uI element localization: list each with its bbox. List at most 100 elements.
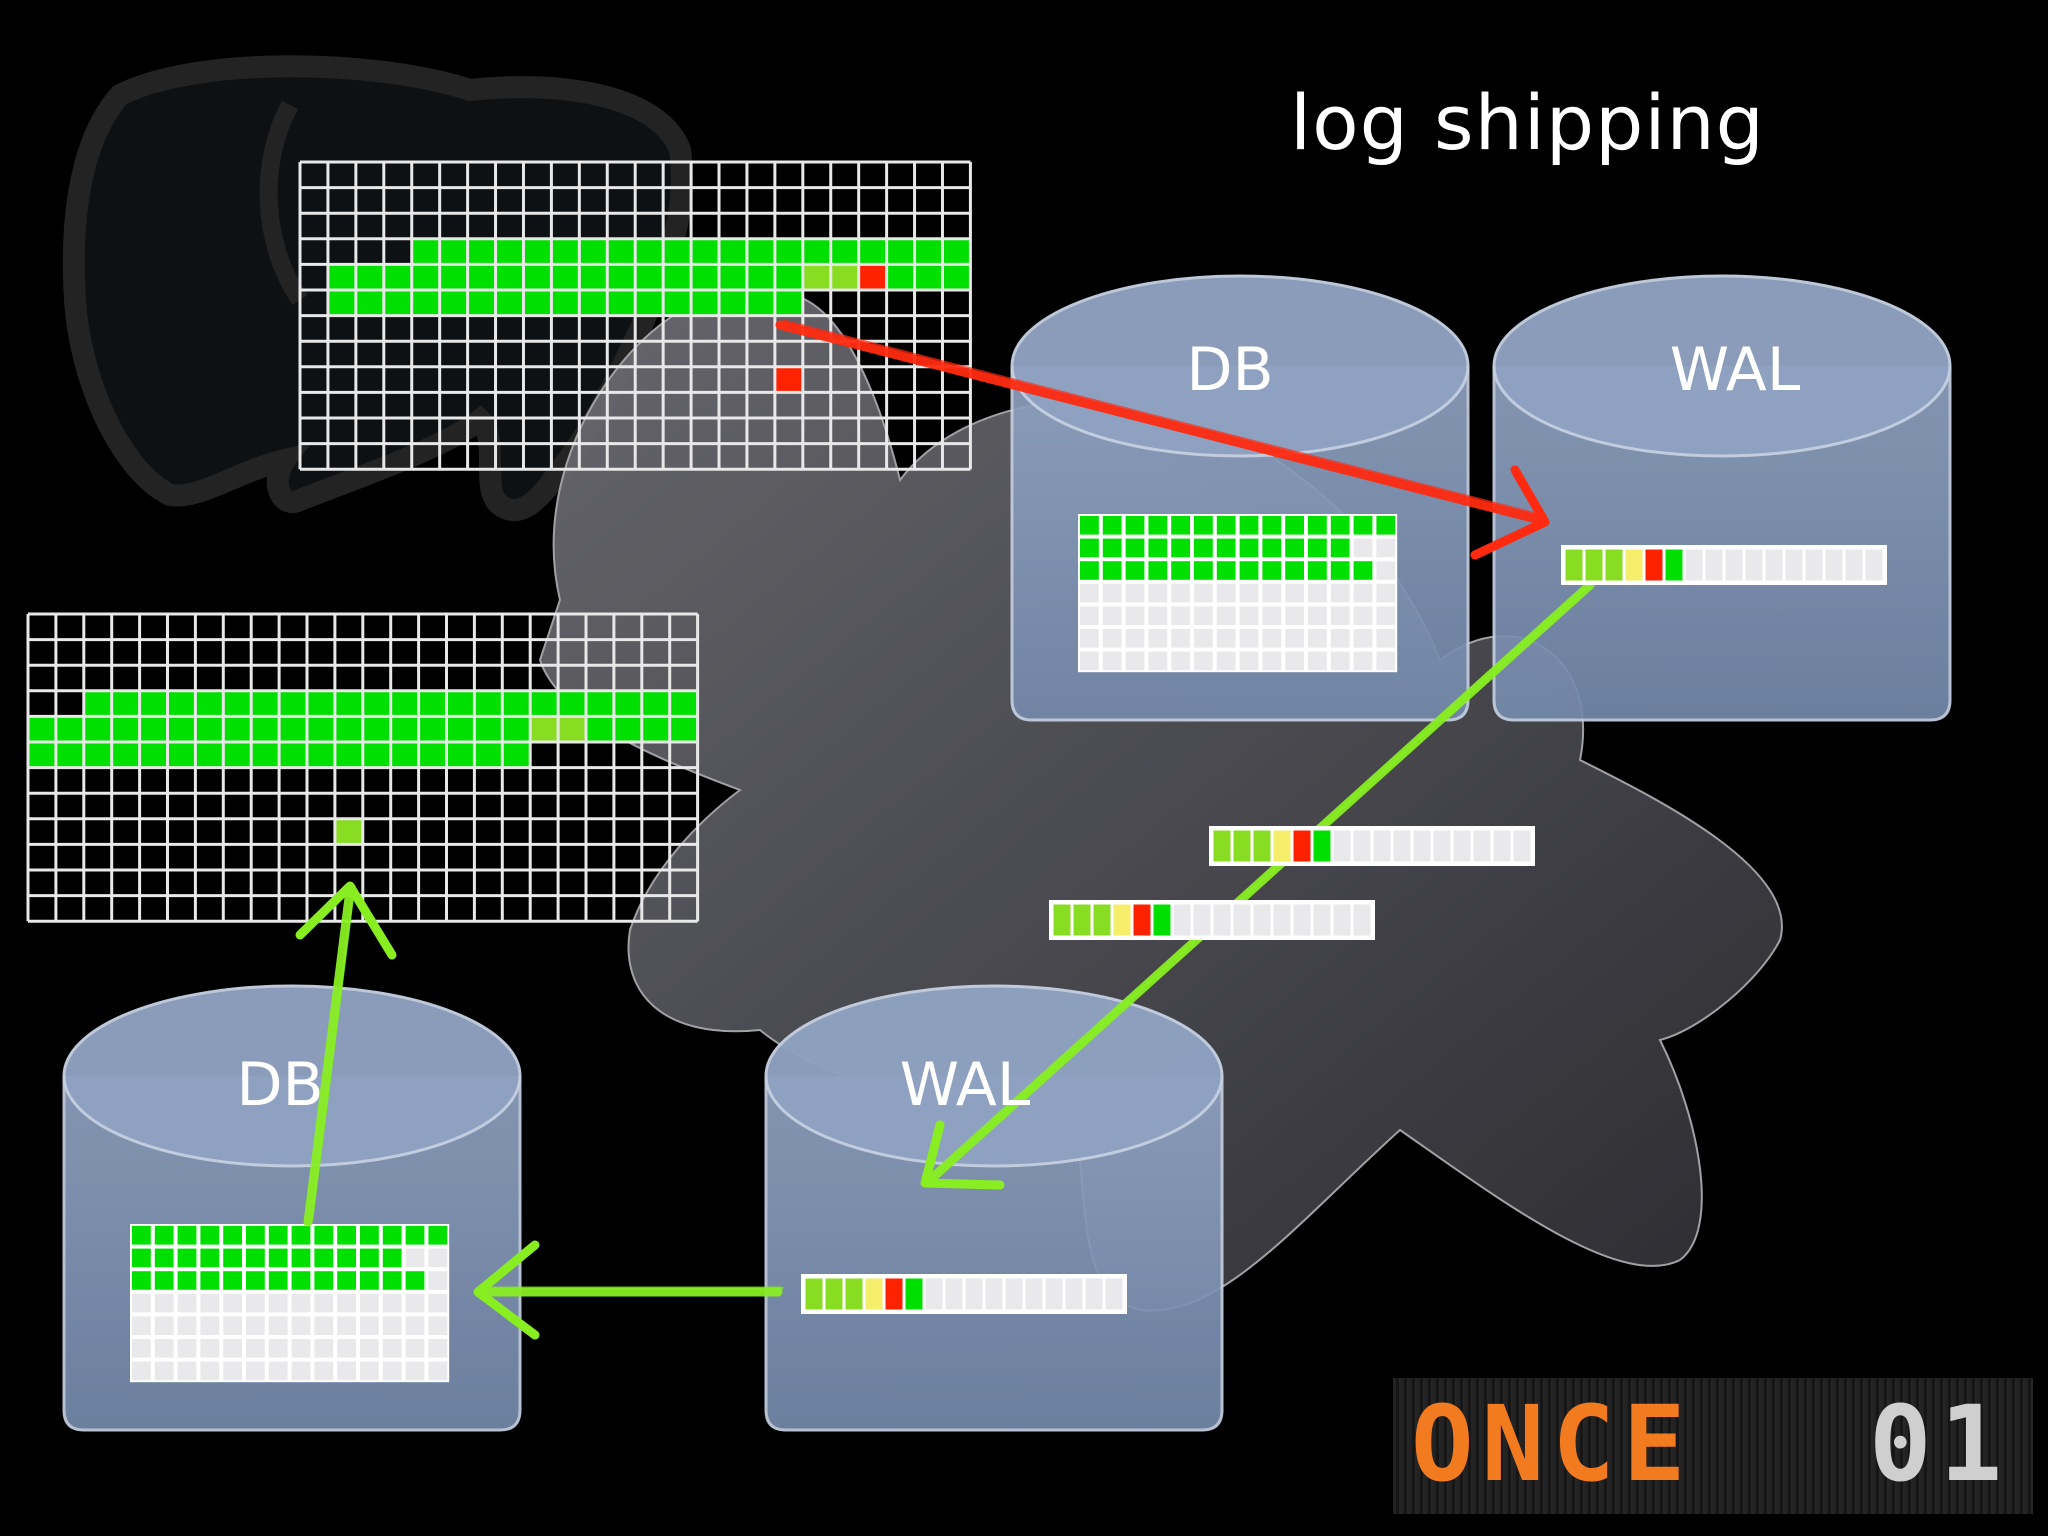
memory-cell [140, 665, 168, 691]
memory-cell [384, 392, 412, 418]
wal-record [1745, 549, 1763, 581]
memory-cell [501, 715, 532, 744]
memory-cell [356, 341, 384, 367]
db-page-cell [1216, 538, 1236, 558]
wal-record [1353, 830, 1371, 862]
memory-cell [326, 289, 357, 317]
memory-cell [300, 418, 328, 444]
memory-cell [530, 768, 558, 794]
memory-cell [279, 819, 307, 845]
memory-cell [356, 162, 384, 188]
memory-cell [82, 689, 113, 718]
standby-wal-cylinder [764, 984, 1224, 1432]
memory-cell [502, 614, 530, 640]
db-page-cell [154, 1293, 174, 1313]
memory-cell [328, 213, 356, 239]
db-page-cell [405, 1248, 425, 1268]
db-page-cell [1376, 561, 1396, 580]
memory-cell [251, 896, 279, 922]
db-page-cell [428, 1339, 448, 1358]
memory-cell [412, 213, 440, 239]
memory-cell [140, 640, 168, 666]
memory-cell [328, 367, 356, 393]
memory-cell [690, 263, 721, 291]
wal-record [1865, 549, 1883, 581]
wal-record [1085, 1278, 1103, 1310]
memory-cell [642, 870, 670, 896]
memory-cell [558, 768, 586, 794]
memory-cell [447, 819, 475, 845]
db-page-cell [1330, 561, 1350, 580]
memory-cell [719, 316, 747, 342]
memory-cell [718, 289, 748, 317]
db-page-cell [405, 1339, 425, 1358]
db-page-cell [337, 1316, 356, 1335]
memory-cell [942, 162, 970, 188]
memory-cell [84, 819, 112, 845]
memory-cell [691, 316, 719, 342]
db-page-cell [246, 1339, 265, 1358]
memory-cell [84, 793, 112, 819]
memory-cell [642, 896, 670, 922]
red-wal-write-arrow [775, 319, 1550, 560]
memory-cell [586, 742, 614, 768]
memory-cell [831, 290, 859, 316]
memory-cell [614, 665, 642, 691]
wal-record [925, 1278, 943, 1310]
memory-cell [530, 640, 558, 666]
memory-cell [28, 640, 56, 666]
memory-cell [326, 263, 357, 291]
memory-cell [223, 665, 251, 691]
db-page-cell [1194, 561, 1213, 580]
memory-cell [391, 665, 419, 691]
memory-cell [523, 367, 551, 393]
memory-cell [440, 444, 468, 470]
memory-cell [466, 237, 497, 266]
memory-cell [166, 741, 197, 769]
memory-cell [328, 418, 356, 444]
memory-cell [775, 213, 803, 239]
memory-cell [502, 819, 530, 845]
db-page-cell [200, 1339, 220, 1358]
memory-cell [138, 715, 169, 744]
db-page-cell [268, 1226, 288, 1245]
db-page-cell [246, 1361, 265, 1381]
memory-cell [719, 444, 747, 470]
wal-record [985, 1278, 1003, 1310]
memory-cell [250, 715, 281, 744]
wal-record [1845, 549, 1863, 581]
memory-cell [194, 715, 225, 744]
wal-record [805, 1278, 823, 1310]
memory-cell [915, 444, 943, 470]
memory-cell [578, 289, 609, 317]
memory-cell [579, 392, 607, 418]
memory-cell [28, 870, 56, 896]
memory-cell [356, 239, 384, 265]
memory-cell [530, 870, 558, 896]
wal-record [1625, 549, 1643, 581]
memory-cell [586, 793, 614, 819]
memory-cell [502, 844, 530, 870]
memory-cell [887, 162, 915, 188]
memory-cell [56, 870, 84, 896]
memory-cell [607, 444, 635, 470]
db-page-cell [154, 1226, 174, 1245]
db-page-cell [1308, 606, 1327, 625]
memory-cell [440, 367, 468, 393]
memory-cell [607, 213, 635, 239]
memory-cell [223, 819, 251, 845]
memory-cell [251, 665, 279, 691]
db-page-cell [132, 1361, 151, 1381]
memory-cell [473, 689, 504, 718]
memory-cell [642, 793, 670, 819]
memory-cell [668, 689, 699, 718]
master-wal-cylinder-body [1492, 366, 1952, 722]
memory-cell [614, 742, 642, 768]
db-page-cell [268, 1271, 288, 1290]
db-page-cell [1353, 583, 1373, 603]
db-page-cell [1102, 606, 1122, 625]
db-page-cell [1194, 516, 1213, 535]
db-page-cell [428, 1226, 448, 1245]
memory-cell [410, 289, 441, 317]
db-page-cell [314, 1293, 334, 1313]
